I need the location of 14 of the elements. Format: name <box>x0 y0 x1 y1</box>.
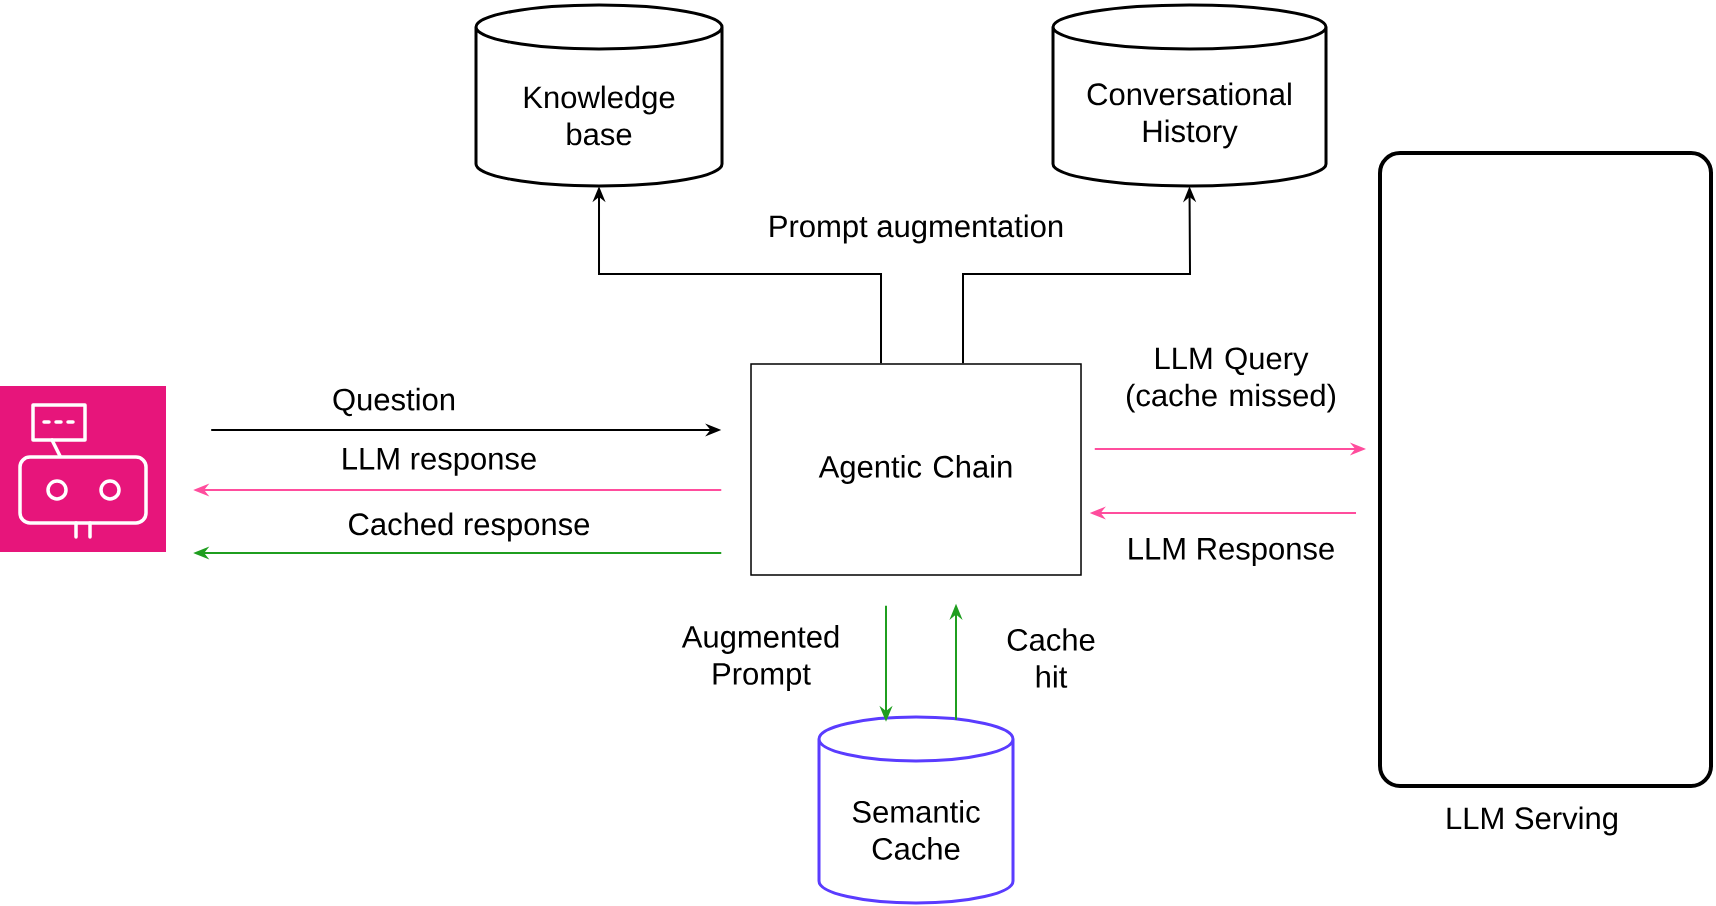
database-cylinder: Conversational History <box>1051 3 1328 188</box>
panel-heading: LLM Serving <box>1447 806 1617 836</box>
edge-label: LLM Query (cache missed) <box>1127 347 1335 413</box>
edge-label: Cached response <box>349 512 590 542</box>
edge-label: Question <box>333 387 454 417</box>
edge-label: LLM Response <box>1129 538 1334 566</box>
database-cylinder: Knowledge base <box>474 3 724 188</box>
edge-label: Prompt augmentation <box>770 214 1063 244</box>
edge-label: Augmented Prompt <box>681 625 839 691</box>
process-box: Agentic Chain <box>750 363 1082 576</box>
edge-label: Cache hit <box>1007 628 1095 688</box>
chatbot-icon <box>0 386 166 552</box>
edge-label: LLM response <box>343 448 536 476</box>
database-cylinder: Semantic Cache <box>817 715 1015 905</box>
